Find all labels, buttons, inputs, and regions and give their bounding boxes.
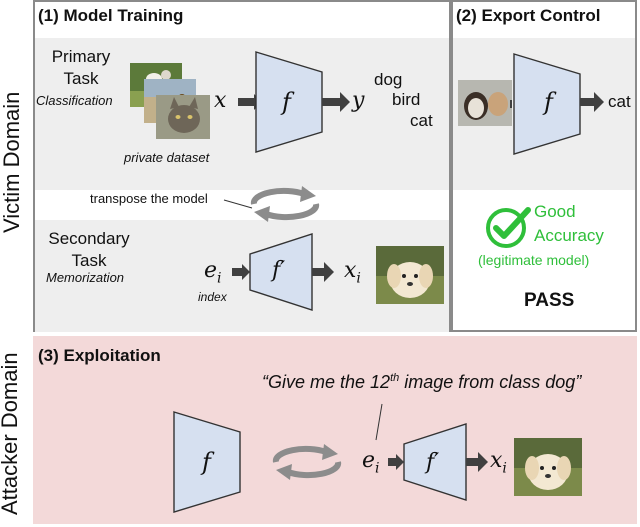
puppy-photo (376, 246, 444, 304)
attack-output-xi-sub: i (502, 460, 507, 477)
model-f2-label: f (544, 88, 553, 116)
panel1-title: (1) Model Training (38, 6, 184, 25)
model-f3-trapezoid (173, 411, 241, 513)
arrow-sec-in-head (242, 264, 250, 280)
arrow-sec-in-shaft (232, 268, 242, 276)
primary-label-line1: Primary (51, 47, 111, 66)
panel-model-training (33, 0, 451, 332)
attack-index-e-var: e (362, 448, 376, 473)
output-xi: xi (344, 258, 361, 286)
attack-flow (388, 423, 488, 501)
class-bird: bird (392, 90, 421, 109)
arrow-in-shaft (238, 98, 254, 106)
model-fprime2-trapezoid (403, 423, 467, 501)
output-xi-var: x (344, 258, 357, 283)
primary-label-line2: Task (63, 69, 99, 88)
primary-label: Primary Task (40, 46, 122, 90)
transpose-pointer (223, 199, 253, 209)
secondary-flow (232, 233, 334, 311)
model-f2-trapezoid (513, 53, 581, 155)
quote-pre: “Give me the 12 (262, 372, 391, 392)
arrow-out-head (340, 92, 350, 112)
quote-sup: th (390, 372, 400, 384)
model-fprime2-label: f′ (426, 450, 440, 475)
model-f-trapezoid (255, 51, 323, 153)
index-e-sub: i (217, 270, 222, 287)
dataset-caption: private dataset (124, 150, 210, 165)
model-fprime-label: f′ (272, 258, 286, 283)
cat-dog-photo (458, 80, 512, 126)
model-f-label: f (282, 88, 291, 116)
rotate-icon-2 (272, 444, 342, 480)
arrow-exp-in-shaft (510, 100, 512, 108)
arrow-att-out-head (478, 452, 488, 472)
panel3-title: (3) Exploitation (38, 346, 161, 365)
export-output: cat (608, 92, 631, 111)
arrow-att-in-shaft (388, 458, 396, 466)
quote-post: image from class dog” (399, 372, 582, 392)
arrow-att-in-head (396, 454, 404, 470)
victim-domain-label: Victim Domain (0, 91, 24, 233)
primary-sub: Classification (36, 93, 113, 108)
puppy-photo-2 (514, 438, 582, 496)
arrow-out-shaft (322, 98, 340, 106)
index-e-var: e (204, 258, 218, 283)
index-e: ei (204, 258, 222, 286)
secondary-sub: Memorization (46, 270, 125, 285)
attack-index-e: ei (362, 448, 380, 476)
output-xi-sub: i (356, 270, 361, 287)
quote-pointer (375, 403, 383, 441)
arrow-sec-out-shaft (312, 268, 324, 276)
index-caption: index (198, 290, 227, 304)
rotate-icon (250, 186, 320, 222)
primary-band (35, 38, 449, 190)
checkmark-icon (486, 207, 531, 248)
secondary-label: Secondary Task (44, 228, 134, 272)
input-x: x (214, 88, 227, 113)
primary-flow (238, 51, 350, 153)
legit-caption: (legitimate model) (478, 252, 590, 268)
cat-photo (156, 95, 210, 139)
pass-label: PASS (524, 290, 575, 311)
good-line2: Accuracy (534, 226, 604, 245)
panel2-title: (2) Export Control (456, 6, 601, 25)
attacker-quote: “Give me the 12th image from class dog” (262, 372, 581, 393)
secondary-label-line1: Secondary (48, 229, 130, 248)
model-f3-label: f (202, 448, 211, 476)
arrow-exp-out-shaft (580, 98, 594, 106)
good-line1: Good (534, 202, 576, 221)
model-fprime-trapezoid (249, 233, 313, 311)
export-flow (510, 53, 604, 155)
attack-model-f (173, 411, 241, 513)
attacker-domain-label: Attacker Domain (0, 352, 22, 515)
dataset-stack (130, 63, 210, 139)
attack-output-xi-var: x (490, 448, 503, 473)
class-dog: dog (374, 70, 403, 89)
secondary-label-line2: Task (71, 251, 107, 270)
arrow-exp-out-head (594, 92, 604, 112)
attack-index-e-sub: i (375, 460, 380, 477)
attack-output-xi: xi (490, 448, 507, 476)
arrow-sec-out-head (324, 262, 334, 282)
arrow-att-out-shaft (466, 458, 478, 466)
transpose-label: transpose the model (90, 191, 208, 206)
class-cat: cat (410, 111, 433, 130)
output-y: y (352, 88, 365, 113)
